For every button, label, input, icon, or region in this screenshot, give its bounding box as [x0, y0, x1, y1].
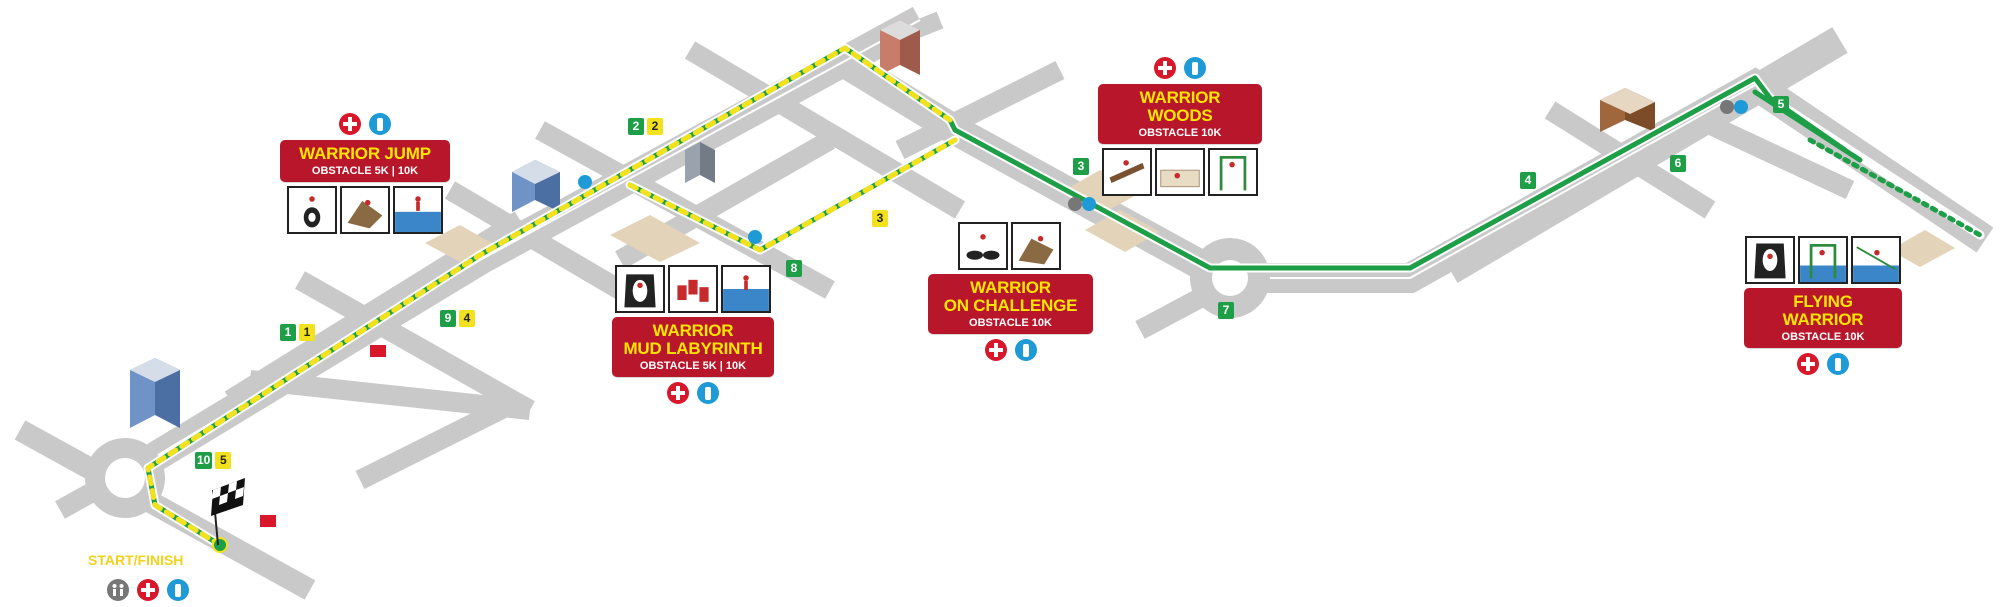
km-marker: 2 2 [628, 118, 663, 135]
km-10k: 8 [786, 260, 802, 277]
medical-icon [984, 338, 1008, 362]
medical-icon [338, 112, 362, 136]
km-5k: 4 [459, 310, 475, 327]
obstacle-mud-wall-icon [1011, 222, 1061, 270]
km-5k: 2 [647, 118, 663, 135]
water-icon [166, 578, 190, 602]
km-10k: 3 [1073, 158, 1089, 175]
water-icon [1014, 338, 1038, 362]
restroom-icon [1720, 100, 1734, 114]
station-title-line-2: ON CHALLENGE [943, 296, 1078, 315]
building-icon [1600, 88, 1655, 132]
station-warrior-jump: WARRIOR JUMP OBSTACLE 5K | 10K [280, 112, 450, 234]
station-warrior-on-challenge: WARRIOR ON CHALLENGE OBSTACLE 10K [928, 222, 1093, 362]
km-marker: 7 [1218, 302, 1234, 319]
station-flying-warrior: FLYING WARRIOR OBSTACLE 10K [1744, 236, 1902, 376]
route-5k [145, 45, 953, 548]
water-icon [578, 175, 592, 189]
start-dot [212, 537, 228, 553]
restroom-icon [1068, 197, 1082, 211]
km-10k: 6 [1670, 155, 1686, 172]
obstacle-log-carry-icon [1102, 148, 1152, 196]
medical-icon [1153, 56, 1177, 80]
station-label: WARRIOR ON CHALLENGE OBSTACLE 10K [928, 274, 1093, 334]
obstacle-monkey-bars-icon [1208, 148, 1258, 196]
station-label: WARRIOR WOODS OBSTACLE 10K [1098, 84, 1262, 144]
km-10k: 7 [1218, 302, 1234, 319]
medical-icon [666, 381, 690, 405]
km-10k: 1 [280, 324, 296, 341]
water-icon [368, 112, 392, 136]
start-finish-label: START/FINISH [88, 552, 184, 568]
building-icon [685, 142, 715, 183]
km-5k: 5 [215, 452, 232, 469]
km-marker: 5 [1773, 96, 1789, 113]
medical-icon [1796, 352, 1820, 376]
route-amenities [578, 100, 1748, 244]
station-title-line-1: WARRIOR [970, 278, 1051, 297]
obstacle-zipline-icon [1851, 236, 1901, 284]
water-icon [696, 381, 720, 405]
station-subtitle: OBSTACLE 5K | 10K [311, 165, 419, 177]
building-icon [130, 358, 180, 428]
obstacle-mud-wall-icon [340, 186, 390, 234]
km-marker: 8 [786, 260, 802, 277]
km-10k: 2 [628, 118, 644, 135]
station-warrior-mud-labyrinth: WARRIOR MUD LABYRINTH OBSTACLE 5K | 10K [612, 265, 774, 405]
km-10k: 10 [195, 452, 213, 469]
station-subtitle: OBSTACLE 5K | 10K [639, 360, 747, 372]
route-10k [145, 45, 1848, 548]
checkered-flag-icon [211, 478, 245, 546]
obstacle-water-icon [393, 186, 443, 234]
station-subtitle: OBSTACLE 10K [969, 317, 1052, 329]
km-10k: 4 [1520, 172, 1536, 189]
building-icon [880, 20, 920, 75]
obstacle-monkey-bars-icon [1798, 236, 1848, 284]
station-label: WARRIOR MUD LABYRINTH OBSTACLE 5K | 10K [612, 317, 774, 377]
km-marker: 9 4 [440, 310, 475, 327]
start-amenities [106, 578, 190, 602]
medical-icon [136, 578, 160, 602]
station-title: FLYING WARRIOR [1782, 292, 1864, 329]
km-5k: 1 [299, 324, 315, 341]
station-title-line-2: MUD LABYRINTH [623, 339, 763, 358]
station-title: WARRIOR JUMP [299, 144, 431, 163]
station-label: FLYING WARRIOR OBSTACLE 10K [1744, 288, 1902, 348]
station-title: WARRIOR WOODS [1139, 88, 1221, 125]
building-icon [260, 345, 386, 527]
km-marker: 3 [872, 210, 888, 227]
km-marker: 10 5 [195, 452, 232, 469]
building-icon [512, 160, 560, 212]
km-marker: 3 [1073, 158, 1089, 175]
km-marker: 4 [1520, 172, 1536, 189]
water-icon [1734, 100, 1748, 114]
km-10k: 9 [440, 310, 456, 327]
station-warrior-woods: WARRIOR WOODS OBSTACLE 10K [1098, 56, 1262, 196]
obstacle-water-icon [721, 265, 771, 313]
km-marker: 1 1 [280, 324, 315, 341]
restroom-icon [106, 578, 130, 602]
water-icon [1826, 352, 1850, 376]
obstacle-tire-wall-icon [1745, 236, 1795, 284]
km-marker: 6 [1670, 155, 1686, 172]
water-icon [748, 230, 762, 244]
buildings [130, 20, 1655, 527]
station-title-line-1: WARRIOR [652, 321, 734, 340]
km-10k: 5 [1773, 96, 1789, 113]
obstacle-net-crawl-icon [1155, 148, 1205, 196]
water-icon [1183, 56, 1207, 80]
obstacle-tire-wall-icon [615, 265, 665, 313]
station-subtitle: OBSTACLE 10K [1781, 331, 1865, 343]
water-icon [1082, 197, 1096, 211]
station-label: WARRIOR JUMP OBSTACLE 5K | 10K [280, 140, 450, 182]
station-subtitle: OBSTACLE 10K [1138, 127, 1222, 139]
route [143, 43, 1985, 553]
km-5k: 3 [872, 210, 888, 227]
obstacle-tires-icon [958, 222, 1008, 270]
obstacle-tire-icon [287, 186, 337, 234]
obstacle-barrels-icon [668, 265, 718, 313]
